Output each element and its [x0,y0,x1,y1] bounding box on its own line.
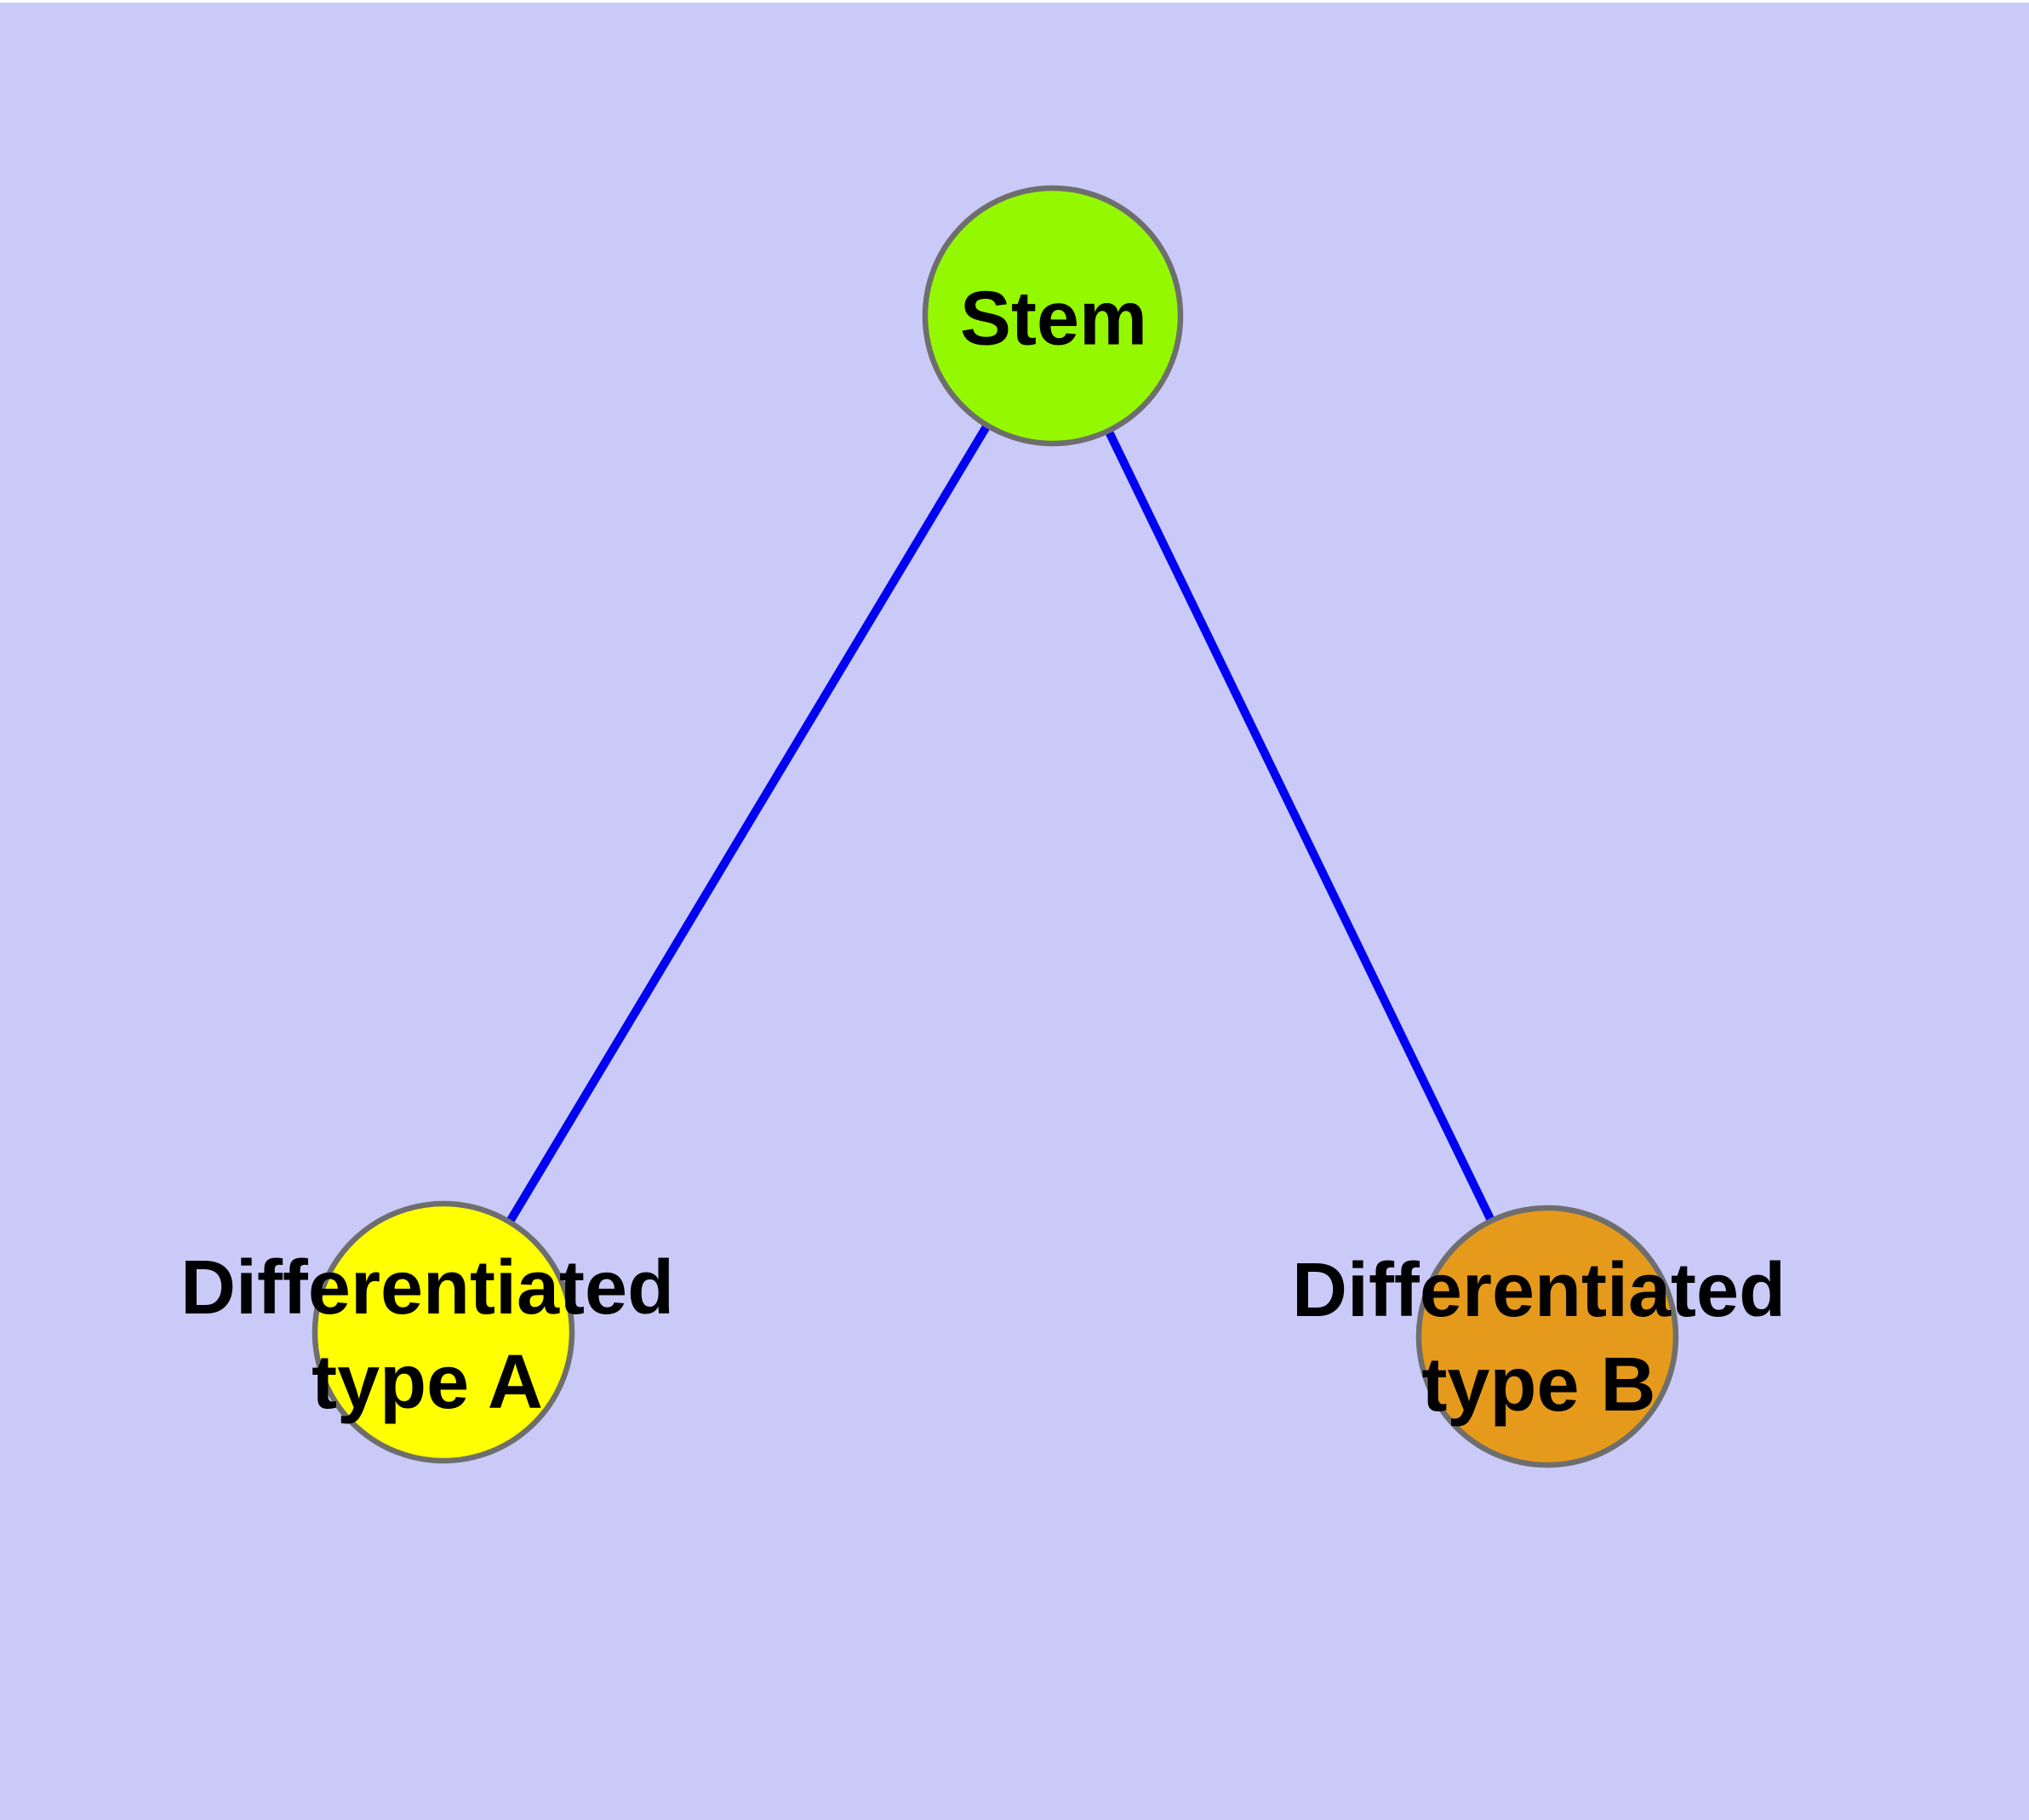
edge-stem-to-type-b-line [1049,313,1552,1339]
node-type-b-label: Differentiated type B [1292,1244,1786,1433]
node-type-a-label-line1: Differentiated [180,1245,675,1331]
node-type-a-label-line2: type A [311,1340,543,1425]
edge-stem-to-type-a-line [439,313,1057,1335]
node-type-a-label: Differentiated type A [180,1241,674,1430]
node-type-b-label-line1: Differentiated [1291,1248,1786,1333]
node-stem-label: Stem [959,276,1148,362]
top-margin-strip [0,0,2029,3]
node-type-b-circle [1415,1205,1679,1468]
node-stem-circle [922,185,1184,447]
node-type-b-label-line2: type B [1421,1342,1656,1428]
node-type-a-circle [311,1200,575,1464]
